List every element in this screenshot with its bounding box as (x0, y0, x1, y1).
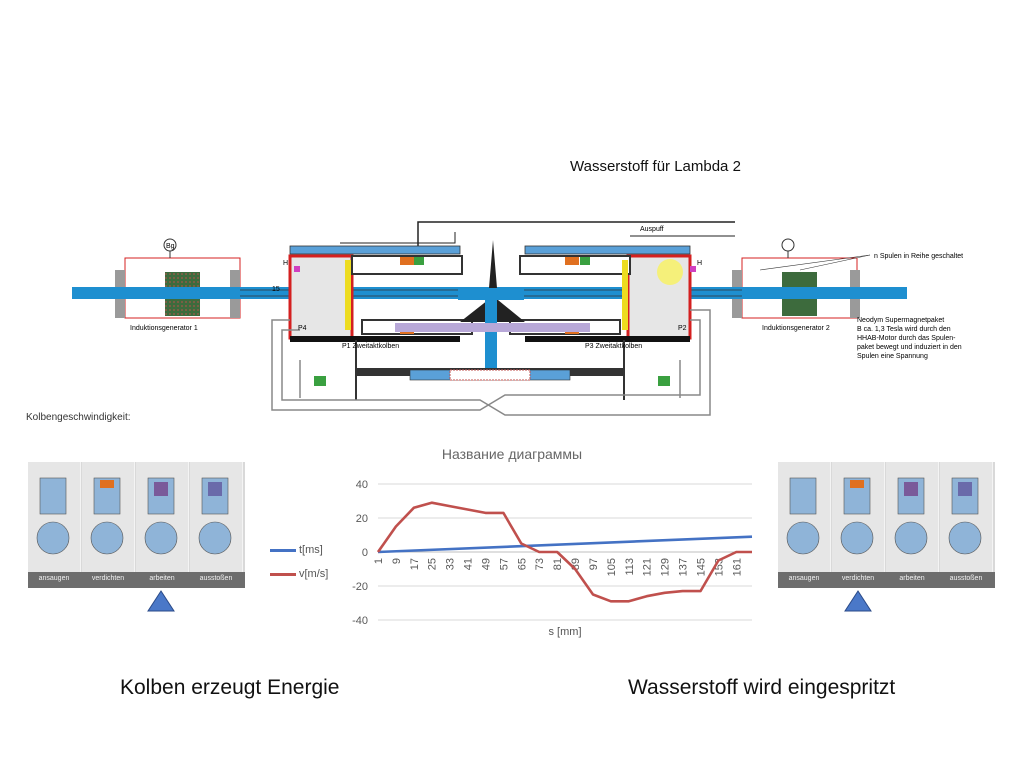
svg-text:Spulen eine Spannung: Spulen eine Spannung (857, 353, 928, 360)
legend-swatch-v (270, 572, 296, 576)
engine-strip-right: ansaugen verdichten arbeiten ausstoßen (778, 462, 995, 588)
x-tick-label: 113 (624, 558, 636, 576)
center-flywheel (460, 240, 525, 322)
svg-text:P3 Zweitaktkolben: P3 Zweitaktkolben (585, 343, 642, 350)
x-tick-label: 145 (695, 558, 707, 576)
phase-label: ansaugen (38, 575, 70, 582)
triangle-marker-left-icon (147, 590, 175, 612)
x-tick-label: 9 (391, 558, 403, 564)
phase-label: arbeiten (149, 575, 175, 582)
series-line-v (376, 501, 752, 603)
engine-strip-left: ansaugen verdichten arbeiten ausstoßen (28, 462, 245, 588)
svg-text:Induktionsgenerator 1: Induktionsgenerator 1 (130, 325, 198, 332)
x-tick-label: 121 (642, 558, 654, 576)
legend-label-v: v[m/s] (299, 568, 329, 580)
x-axis-label: s [mm] (548, 626, 582, 638)
svg-text:P1 Zweitaktkolben: P1 Zweitaktkolben (342, 343, 399, 350)
x-tick-label: 97 (588, 558, 600, 570)
svg-text:Neodym Supermagnetpaket: Neodym Supermagnetpaket (857, 317, 944, 324)
y-tick-label: -20 (352, 581, 368, 593)
legend-item-v: v[m/s] (270, 568, 328, 580)
engine-illustrations-left (36, 477, 232, 555)
x-tick-label: 57 (498, 558, 510, 570)
engine-illustrations-right (786, 477, 982, 555)
x-tick-label: 137 (678, 558, 690, 576)
y-tick-label: -40 (352, 615, 368, 627)
caption-left: Kolben erzeugt Energie (120, 676, 340, 699)
legend-swatch-t (270, 548, 296, 552)
chart-title: Название диаграммы (441, 446, 583, 462)
svg-text:Induktionsgenerator 2: Induktionsgenerator 2 (762, 325, 830, 332)
engine-schematic: Bg (72, 221, 963, 416)
phase-label: ausstoßen (199, 575, 233, 582)
svg-text:paket bewegt und induziert in: paket bewegt und induziert in den (857, 344, 962, 351)
svg-text:H: H (697, 260, 702, 267)
engine-phase-strip: ansaugen verdichten arbeiten ausstoßen (778, 572, 995, 588)
legend-label-t: t[ms] (299, 544, 323, 556)
diagram-title: Wasserstoff für Lambda 2 (570, 158, 741, 175)
engine-phase-strip: ansaugen verdichten arbeiten ausstoßen (28, 572, 245, 588)
phase-label: verdichten (841, 575, 875, 582)
x-tick-label: 129 (660, 558, 672, 576)
x-tick-label: 73 (534, 558, 546, 570)
x-tick-label: 25 (427, 558, 439, 570)
x-tick-label: 81 (552, 558, 564, 570)
return-piping (271, 309, 711, 416)
gauge-icon-right (781, 238, 795, 252)
phase-label: arbeiten (899, 575, 925, 582)
phase-label: verdichten (91, 575, 125, 582)
x-tick-label: 65 (516, 558, 528, 570)
phase-label: ausstoßen (949, 575, 983, 582)
induction-generator-right (732, 238, 871, 319)
svg-text:P2: P2 (678, 325, 687, 332)
x-tick-label: 105 (606, 558, 618, 576)
svg-text:H: H (283, 260, 288, 267)
triangle-marker-right-icon (844, 590, 872, 612)
svg-text:HHAB-Motor durch das Spulen-: HHAB-Motor durch das Spulen- (857, 335, 956, 342)
kolben-speed-label: Kolbengeschwindigkeit: (26, 412, 131, 423)
y-tick-label: 40 (356, 479, 368, 491)
legend-item-t: t[ms] (270, 544, 323, 556)
x-tick-label: 33 (445, 558, 457, 570)
svg-text:n Spulen in Reihe geschaltet: n Spulen in Reihe geschaltet (874, 253, 963, 260)
svg-text:B ca. 1,3 Tesla wird durch den: B ca. 1,3 Tesla wird durch den (857, 326, 951, 333)
engine-cell (832, 462, 885, 575)
x-tick-label: 161 (731, 558, 743, 576)
svg-text:Bg: Bg (166, 243, 175, 250)
svg-text:P4: P4 (298, 325, 307, 332)
series-line-t (377, 535, 753, 554)
x-tick-label: 1 (373, 558, 385, 564)
y-tick-label: 20 (356, 513, 368, 525)
magnet-note: Neodym Supermagnetpaket B ca. 1,3 Tesla … (857, 317, 962, 360)
phase-label: ansaugen (788, 575, 820, 582)
x-tick-label: 49 (480, 558, 492, 570)
x-tick-label: 41 (463, 558, 475, 570)
x-tick-label: 17 (409, 558, 421, 570)
y-tick-label: 0 (362, 547, 368, 559)
svg-text:15: 15 (272, 286, 280, 293)
caption-right: Wasserstoff wird eingespritzt (628, 676, 896, 699)
induction-generator-left: Bg (115, 238, 241, 319)
svg-text:Auspuff: Auspuff (640, 226, 664, 233)
